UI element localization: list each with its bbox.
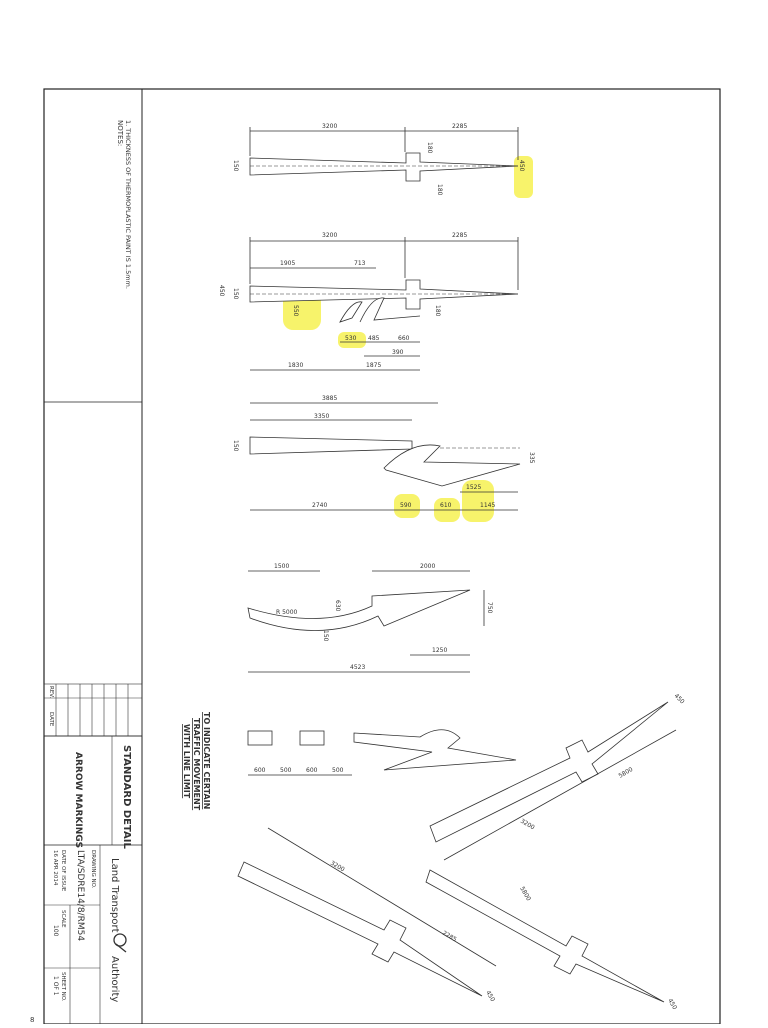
arrow-6-diagonal — [429, 701, 677, 861]
dim-a1-h2: 180 — [426, 142, 433, 154]
dim-a1-right: 2285 — [452, 123, 467, 130]
dim-a2-i: 1830 — [288, 362, 303, 369]
arrow-4-curved — [247, 570, 485, 673]
dim-a6-len2: 3200 — [519, 818, 536, 832]
dim-a2-left: 3200 — [322, 232, 337, 239]
dim-a3-a: 2740 — [312, 502, 327, 509]
arrow-3-left-turn — [249, 402, 521, 511]
dim-a3-top: 3885 — [322, 395, 337, 402]
caption-line3: WITH LINE LIMIT — [182, 724, 191, 799]
dim-a6-len1: 5800 — [618, 766, 635, 780]
dim-a7-len1: 3200 — [329, 860, 346, 874]
dim-a7-tip: 450 — [484, 990, 496, 1004]
dim-a1-h1: 150 — [232, 160, 239, 172]
scale-label: SCALE — [60, 910, 66, 928]
dim-a2-f: 485 — [368, 335, 380, 342]
dim-a3-r: 335 — [528, 452, 535, 464]
dim-a2-g: 660 — [398, 335, 410, 342]
dim-a4-b: 2000 — [420, 563, 435, 570]
dim-a3-b: 590 — [400, 502, 412, 509]
date-value: 16 APR 2014 — [52, 850, 58, 886]
drawing-no: LTA/SDRE14/8/RM54 — [75, 850, 85, 941]
dim-a2-e: 530 — [345, 335, 357, 342]
sheet-value: 1 OF 1 — [52, 976, 59, 996]
standard-detail: STANDARD DETAIL — [121, 745, 132, 850]
dim-a4-d: 750 — [486, 602, 493, 614]
dim-a2-d: 550 — [292, 305, 299, 317]
dim-a2-a: 1905 — [280, 260, 295, 267]
revision-table — [43, 683, 143, 737]
dim-a2-l: 180 — [434, 305, 441, 317]
straight-arrow-1 — [249, 127, 520, 182]
dim-a5-c: 600 — [306, 767, 318, 774]
dim-a7-len2: 2285 — [441, 930, 458, 944]
date-label: DATE OF ISSUE — [60, 850, 66, 892]
rev-label: REV. — [48, 686, 54, 698]
dim-a5-b: 500 — [280, 767, 292, 774]
dim-a2-k: 450 — [218, 285, 225, 297]
dim-a3-c: 610 — [440, 502, 452, 509]
org-left: Land Transport — [109, 858, 120, 933]
dim-a2-right: 2285 — [452, 232, 467, 239]
dim-a3-h: 150 — [232, 440, 239, 452]
lta-logo-icon — [113, 933, 127, 953]
dim-a4-e: 1250 — [432, 647, 447, 654]
notes-heading: NOTES: — [116, 120, 124, 146]
org-right: Authority — [109, 956, 120, 1002]
sheet-label: SHEET NO. — [60, 972, 66, 1002]
caption-line1: TO INDICATE CERTAIN — [202, 712, 211, 809]
dim-a4-a: 1500 — [274, 563, 289, 570]
dim-a3-e: 1525 — [466, 484, 481, 491]
dim-a4-c: 630 — [334, 600, 341, 612]
note-1: 1. THICKNESS OF THERMOPLASTIC PAINT IS 1… — [124, 120, 132, 289]
dim-a1-v: 180 — [436, 184, 443, 196]
dim-a3-mid: 3350 — [314, 413, 329, 420]
dim-a3-d: 1145 — [480, 502, 495, 509]
dim-a4-g: 150 — [322, 630, 329, 642]
dim-a1-tip: 450 — [518, 160, 525, 172]
dim-a2-j: 1875 — [366, 362, 381, 369]
dim-a1-left: 3200 — [322, 123, 337, 130]
dim-a2-c: 150 — [232, 288, 239, 300]
dim-a2-h: 390 — [392, 349, 404, 356]
dim-a4-f: 4523 — [350, 664, 365, 671]
page-mark: 8 — [30, 1016, 34, 1024]
caption-line2: TRAFFIC MOVEMENT — [192, 718, 201, 811]
rev-date-label: DATE — [48, 712, 54, 727]
dim-a6-tip: 450 — [673, 692, 686, 705]
dim-a5-a: 600 — [254, 767, 266, 774]
arrow-2-straight-left-turn — [249, 237, 520, 371]
drawing-frame — [43, 88, 721, 1025]
highlights — [283, 156, 533, 522]
dim-a4-r: R 5000 — [276, 609, 298, 616]
dim-a2-b: 713 — [354, 260, 366, 267]
dim-a8-tip: 450 — [666, 998, 678, 1012]
arrow-7-diagonal — [237, 827, 497, 997]
drawing-no-label: DRAWING NO. — [90, 850, 96, 889]
drawing-title: ARROW MARKINGS — [73, 752, 83, 848]
scale-value: 100 — [52, 925, 59, 937]
dim-a5-d: 500 — [332, 767, 344, 774]
arrow-5-line-limit — [247, 729, 517, 776]
dim-a8-len1: 5800 — [518, 886, 532, 903]
arrow-8-diagonal — [425, 869, 665, 1003]
